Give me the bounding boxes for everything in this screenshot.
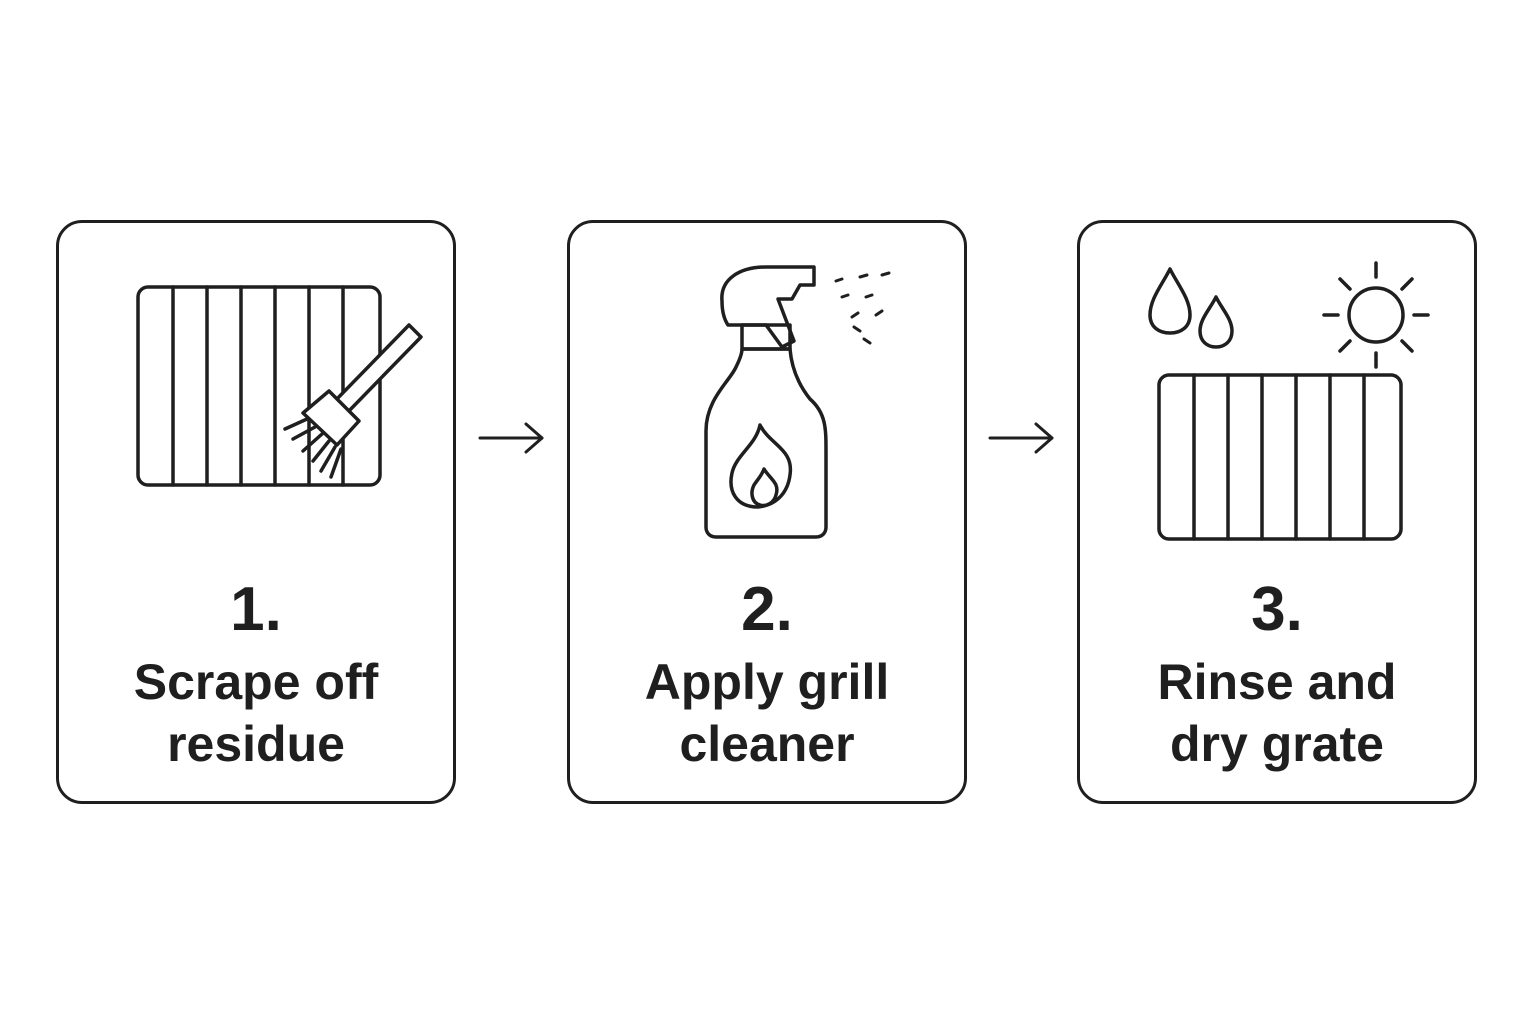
brush-icon <box>283 323 423 479</box>
step-2-illustration <box>704 265 891 539</box>
grill-grate-icon <box>136 285 382 487</box>
step-label-line: Scrape off <box>133 654 379 710</box>
step-label-line: residue <box>167 716 345 772</box>
arrow-right-icon <box>478 422 544 454</box>
step-label-line: Apply grill <box>644 654 890 710</box>
step-3-illustration <box>1148 261 1430 541</box>
step-label: Apply grill cleaner <box>570 651 964 775</box>
step-label: Rinse and dry grate <box>1080 651 1474 775</box>
step-number: 1. <box>230 575 282 644</box>
water-drops-icon <box>1148 267 1234 349</box>
spray-bottle-icon <box>704 265 828 539</box>
arrow-right-icon <box>988 422 1054 454</box>
step-card-2: 2. Apply grill cleaner <box>567 220 967 804</box>
step-number: 3. <box>1251 575 1303 644</box>
sun-icon <box>1322 261 1430 369</box>
step-label-line: Rinse and <box>1157 654 1397 710</box>
step-1-illustration <box>136 285 423 487</box>
step-label-line: cleaner <box>679 716 855 772</box>
grill-grate-icon <box>1157 373 1403 541</box>
step-number: 2. <box>741 575 793 644</box>
step-card-1: 1. Scrape off residue <box>56 220 456 804</box>
step-label: Scrape off residue <box>59 651 453 775</box>
step-label-line: dry grate <box>1170 716 1384 772</box>
spray-mist-icon <box>834 271 891 345</box>
flame-icon <box>729 423 793 509</box>
step-card-3: 3. Rinse and dry grate <box>1077 220 1477 804</box>
